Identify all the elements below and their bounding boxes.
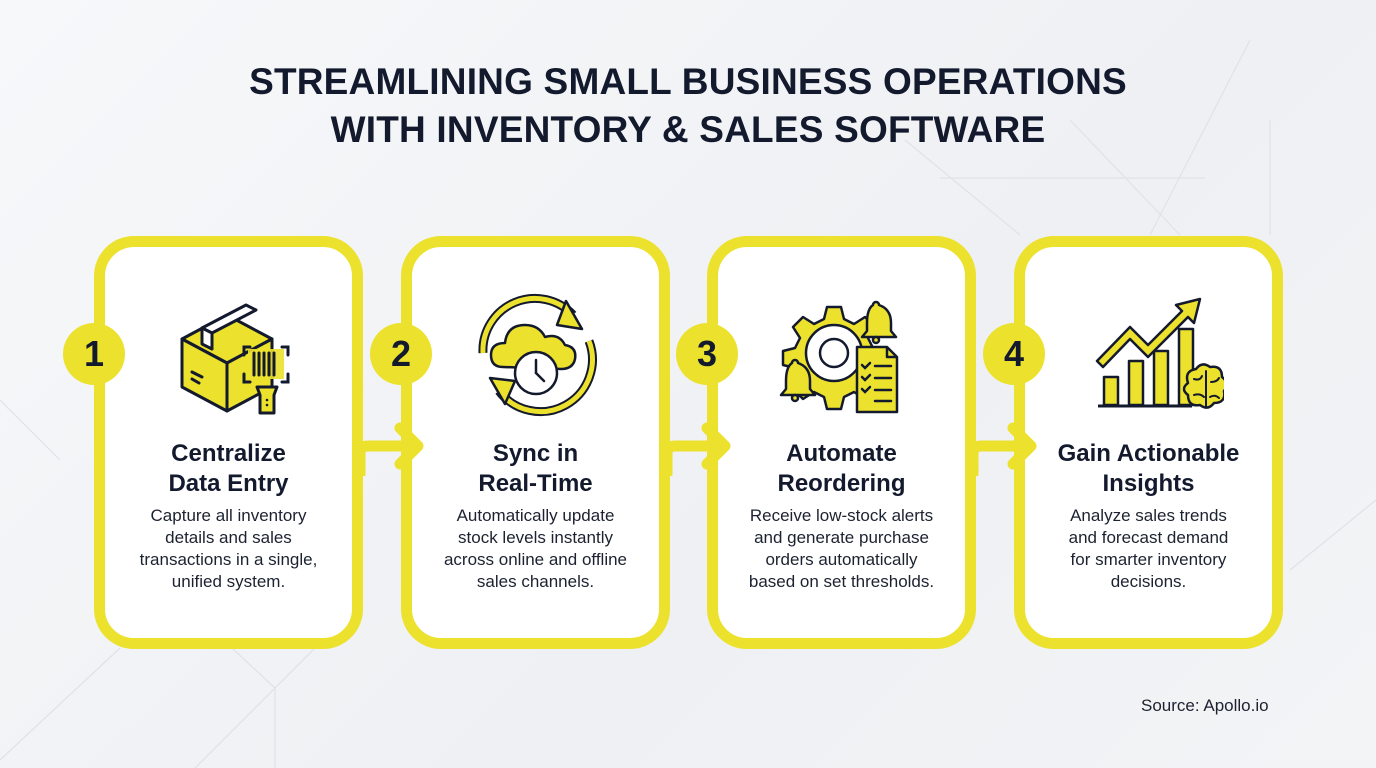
arrow-right-icon [967,422,1037,476]
step-number-badge: 4 [983,323,1045,385]
step-description-line: sales channels. [476,572,595,591]
step-description-line: based on set thresholds. [748,572,935,591]
step-description-line: transactions in a single, [139,550,318,569]
cloud-sync-clock-icon [477,293,597,417]
step-description-line: Automatically update [456,506,615,525]
step-title: Gain Actionable Insights [1025,439,1272,499]
step-description-line: orders automatically [765,550,918,569]
package-barcode-scanner-icon [180,303,289,415]
step-description: Automatically update stock levels instan… [422,505,649,593]
arrow-right-icon [661,422,731,476]
step-description-line: and generate purchase [754,528,929,547]
step-title-line: Reordering [777,470,906,497]
arrow-right-icon [354,422,424,476]
step-title-line: Real-Time [478,470,593,497]
step-title-line: Sync in [492,440,579,467]
step-card-4: 4 Gain Actionable Insights Analyze sales… [983,236,1283,649]
step-title-line: Insights [1102,470,1195,497]
step-description-line: decisions. [1110,572,1187,591]
gear-bells-checklist-icon [779,300,898,414]
step-description-line: and forecast demand [1068,528,1229,547]
step-title-line: Centralize [171,440,286,467]
step-title: Sync in Real-Time [412,439,659,499]
step-description: Analyze sales trends and forecast demand… [1035,505,1262,593]
step-description-line: unified system. [171,572,286,591]
step-card-1: 1 Centralize Data Entry Capture all inve [63,236,363,649]
step-title: Automate Reordering [718,439,965,499]
step-card-2: 2 Sync in Real-Time Automatically update… [370,236,670,649]
step-description-line: across online and offline [443,550,628,569]
title-line-1: STREAMLINING SMALL BUSINESS OPERATIONS [249,61,1127,102]
step-title-line: Automate [786,440,897,467]
step-number-badge: 1 [63,323,125,385]
step-title: Centralize Data Entry [105,439,352,499]
step-description-line: Receive low-stock alerts [749,506,934,525]
step-description: Receive low-stock alerts and generate pu… [728,505,955,593]
step-number-badge: 3 [676,323,738,385]
step-number-badge: 2 [370,323,432,385]
title-line-2: WITH INVENTORY & SALES SOFTWARE [330,109,1046,150]
step-card-3: 3 Automate Reordering Receive low-stock … [676,236,976,649]
source-credit: Source: Apollo.io [1141,696,1269,715]
step-description: Capture all inventory details and sales … [115,505,342,593]
step-description-line: Capture all inventory [150,506,307,525]
page-title: STREAMLINING SMALL BUSINESS OPERATIONS W… [0,58,1376,154]
step-title-line: Gain Actionable [1057,440,1240,467]
growth-chart-brain-icon [1095,297,1224,409]
step-description-line: Analyze sales trends [1070,506,1227,525]
step-title-line: Data Entry [168,470,289,497]
step-description-line: for smarter inventory [1070,550,1227,569]
step-description-line: stock levels instantly [458,528,613,547]
step-description-line: details and sales [165,528,292,547]
